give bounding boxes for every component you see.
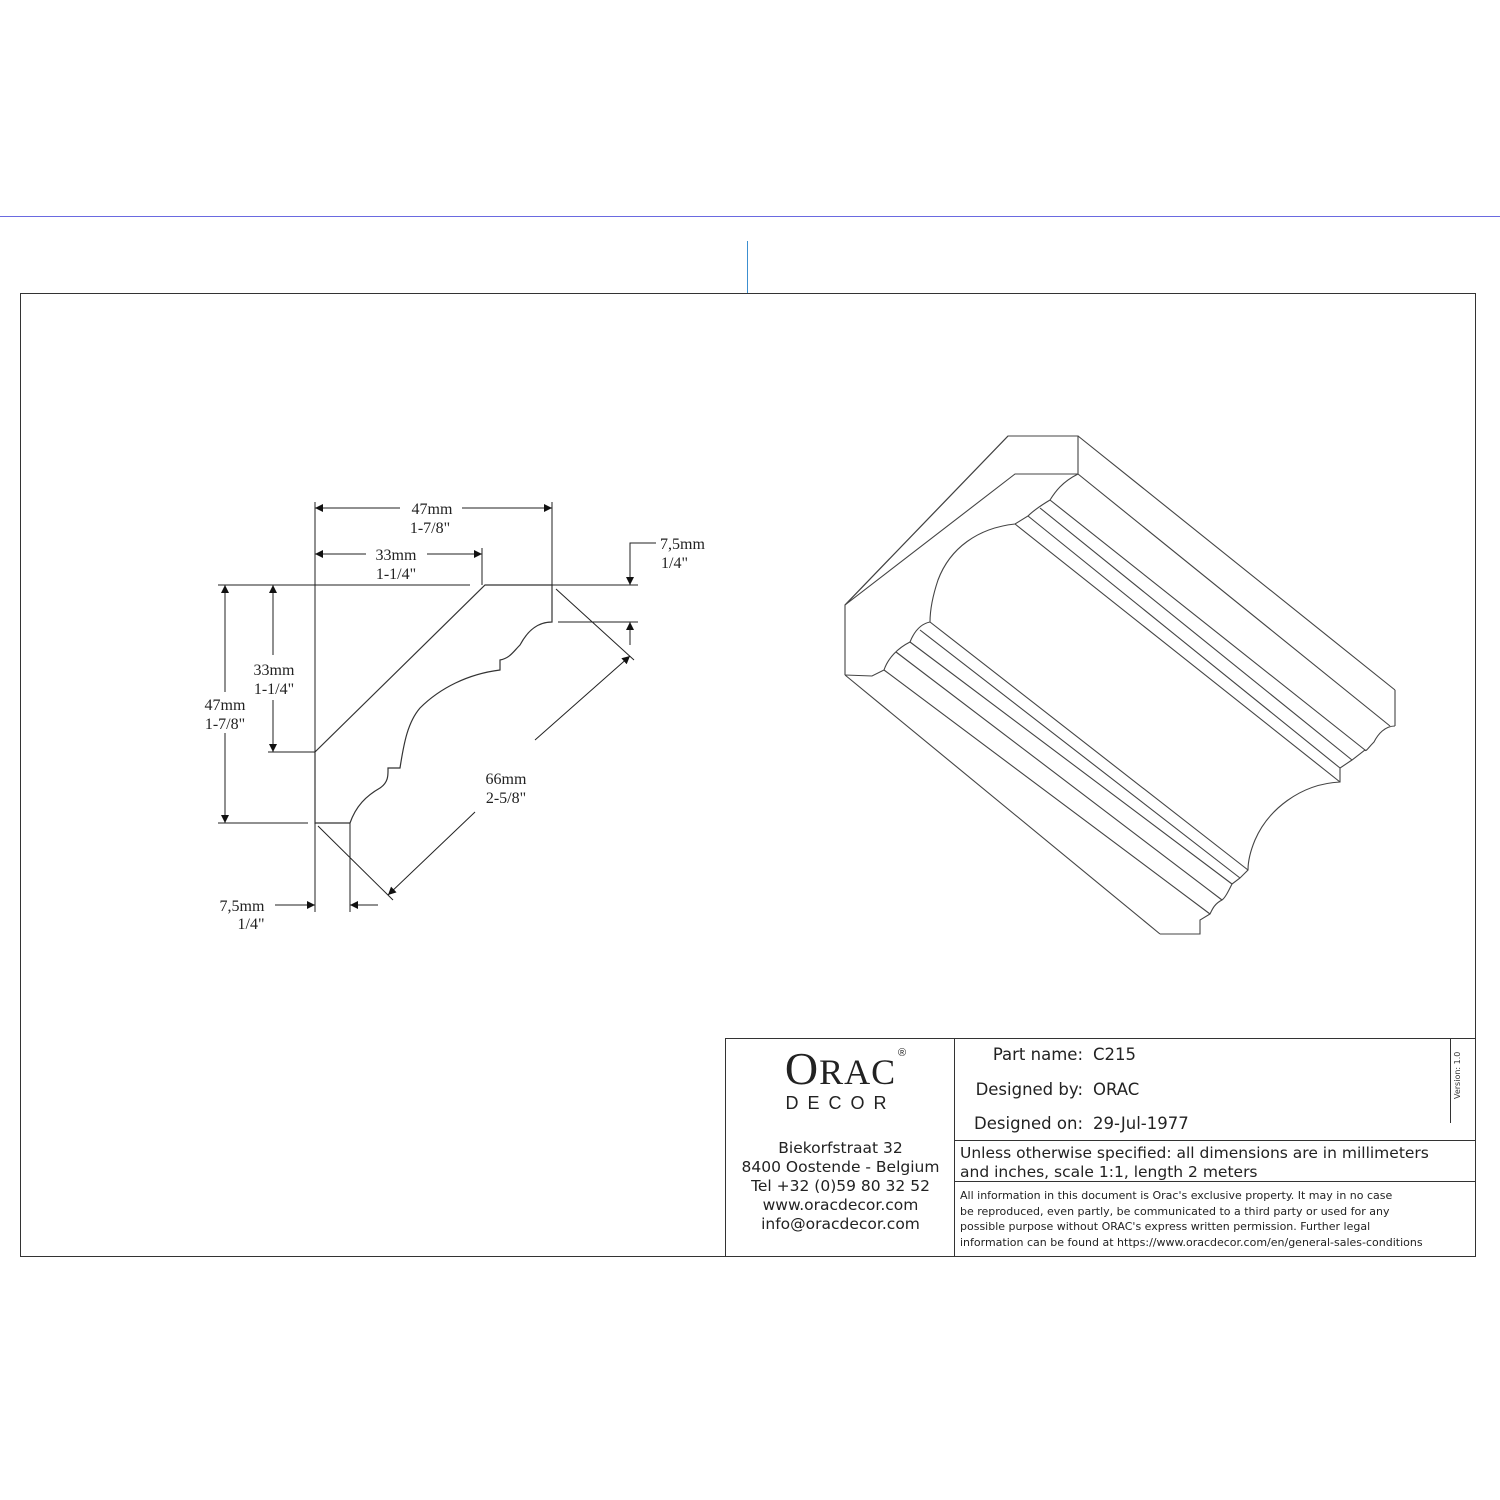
info-cell: Part name: C215 Designed by: ORAC Designed…	[955, 1039, 1475, 1256]
address-street: Biekorfstraat 32	[778, 1139, 903, 1157]
logo-first-letter: O	[784, 1043, 820, 1094]
company-cell: ORAC ® DECOR Biekorfstraat 32 8400 Ooste…	[726, 1039, 955, 1256]
dim-left-inner-mm: 33mm	[254, 662, 295, 679]
orac-decor-logo: ORAC ® DECOR	[726, 1043, 955, 1113]
isometric-view	[844, 435, 1396, 935]
version-label: Version: 1.0	[1453, 1051, 1462, 1099]
registered-mark: ®	[898, 1047, 907, 1059]
part-name-label: Part name:	[992, 1045, 1083, 1064]
logo-subtitle: DECOR	[785, 1093, 896, 1113]
company-address: Biekorfstraat 32 8400 Oostende - Belgium…	[726, 1139, 955, 1234]
dim-left-height-inch: 1-7/8"	[205, 716, 245, 733]
dim-top-inner-mm: 33mm	[376, 547, 417, 564]
designed-on-label: Designed on:	[974, 1114, 1083, 1133]
cross-section-profile	[314, 584, 553, 824]
address-city: 8400 Oostende - Belgium	[741, 1158, 940, 1176]
designed-on-row: Designed on: 29-Jul-1977	[955, 1114, 1189, 1133]
page-top-rule	[0, 216, 1500, 217]
designed-on-value: 29-Jul-1977	[1093, 1114, 1189, 1133]
dimension-lines	[218, 502, 656, 912]
dim-diagonal-mm: 66mm	[486, 771, 527, 788]
part-name-value: C215	[1093, 1045, 1137, 1064]
dim-top-offset-inch: 1/4"	[661, 555, 688, 572]
designed-by-label: Designed by:	[975, 1080, 1083, 1099]
legal-notice: All information in this document is Orac…	[955, 1188, 1475, 1250]
logo-rest: RAC	[819, 1052, 897, 1092]
dim-top-inner-inch: 1-1/4"	[376, 566, 416, 583]
legal-line-3: possible purpose without ORAC's express …	[960, 1220, 1371, 1233]
address-website: www.oracdecor.com	[762, 1196, 919, 1214]
version-cell: Version: 1.0	[1450, 1039, 1475, 1123]
title-block: ORAC ® DECOR Biekorfstraat 32 8400 Ooste…	[725, 1038, 1476, 1257]
logo-wordmark: ORAC	[785, 1043, 896, 1094]
address-email: info@oracdecor.com	[761, 1215, 920, 1233]
legal-line-2: be reproduced, even partly, be communica…	[960, 1204, 1390, 1218]
legal-line-4: information can be found at https://www.…	[960, 1235, 1423, 1249]
dim-top-offset-mm: 7,5mm	[660, 536, 705, 553]
spec-line-2: and inches, scale 1:1, length 2 meters	[960, 1163, 1258, 1181]
dim-bottom-offset-inch: 1/4"	[238, 916, 265, 933]
dim-top-width-mm: 47mm	[412, 501, 453, 518]
specification-note: Unless otherwise specified: all dimensio…	[955, 1140, 1475, 1182]
dim-diagonal-inch: 2-5/8"	[486, 790, 526, 807]
dim-left-inner-inch: 1-1/4"	[254, 681, 294, 698]
dim-left-height-mm: 47mm	[205, 697, 246, 714]
dim-top-width-inch: 1-7/8"	[410, 520, 450, 537]
dim-bottom-offset-mm: 7,5mm	[220, 898, 265, 915]
designed-by-row: Designed by: ORAC	[955, 1080, 1140, 1099]
part-name-row: Part name: C215	[955, 1045, 1136, 1064]
address-phone: Tel +32 (0)59 80 32 52	[751, 1177, 930, 1195]
spec-line-1: Unless otherwise specified: all dimensio…	[960, 1144, 1429, 1162]
center-mark	[747, 241, 748, 293]
dimension-labels: 47mm 1-7/8" 33mm 1-1/4" 7,5mm 1/4" 47mm …	[205, 501, 706, 933]
designed-by-value: ORAC	[1093, 1080, 1140, 1099]
legal-line-1: All information in this document is Orac…	[960, 1189, 1393, 1202]
